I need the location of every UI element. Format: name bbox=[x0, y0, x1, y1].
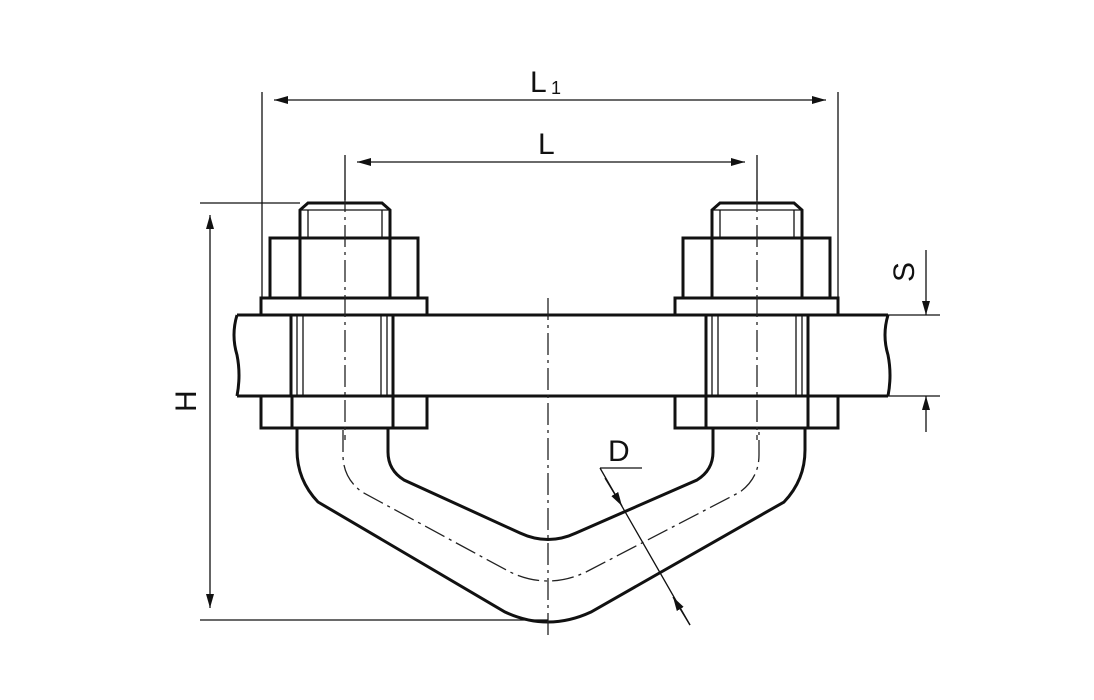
dim-label-s: S bbox=[888, 262, 921, 282]
left-bolt-assembly bbox=[259, 201, 429, 430]
dimension-lines bbox=[200, 92, 940, 626]
dim-label-l: L bbox=[538, 128, 555, 161]
dim-label-d: D bbox=[608, 435, 630, 468]
center-lines bbox=[344, 190, 758, 640]
dim-label-h: H bbox=[170, 390, 203, 412]
dim-label-l1-subscript: 1 bbox=[551, 78, 561, 98]
v-bend-rod bbox=[295, 428, 807, 624]
plate bbox=[232, 313, 892, 398]
dim-label-l1: L bbox=[530, 66, 547, 99]
